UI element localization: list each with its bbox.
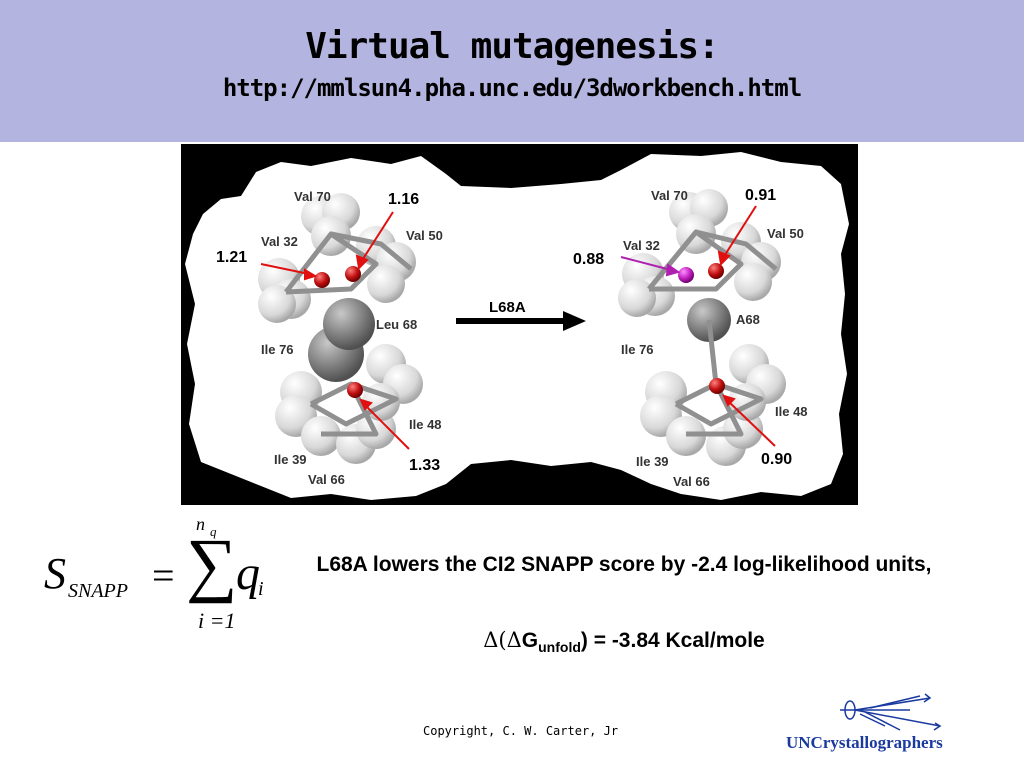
result-text: L68A lowers the CI2 SNAPP score by -2.4 … [316,553,932,576]
label-ile48-right: Ile 48 [775,404,808,419]
formula-lhs: S [44,549,66,598]
label-leu68: Leu 68 [376,317,417,332]
right-pointer-arrows [717,205,776,447]
label-a68: A68 [736,312,760,327]
label-ile76-left: Ile 76 [261,342,294,357]
delta-prefix: Δ(Δ [483,628,522,652]
slide-url[interactable]: http://mmlsun4.pha.unc.edu/3dworkbench.h… [222,74,802,102]
formula-upper-limit: n [196,514,205,534]
delta-g-subscript: unfold [538,639,581,655]
label-val70-right: Val 70 [651,188,688,203]
value-left-bottom: 1.33 [409,457,440,474]
label-ile39-left: Ile 39 [274,452,307,467]
formula-summand: q [236,547,260,600]
value-left-left: 1.21 [216,249,247,266]
label-ile39-right: Ile 39 [636,454,669,469]
value-left-top: 1.16 [388,191,419,208]
copyright-notice: Copyright, C. W. Carter, Jr [423,724,619,738]
label-val66-right: Val 66 [673,474,710,489]
label-val50-left: Val 50 [406,228,443,243]
slide-title: Virtual mutagenesis: [305,26,719,67]
left-pointer-arrows [260,211,410,450]
right-structure [618,189,786,466]
label-val32-left: Val 32 [261,234,298,249]
label-ile76-right: Ile 76 [621,342,654,357]
value-right-top: 0.91 [745,187,776,204]
arrow-label: L68A [489,299,526,316]
logo-text: UNCrystallographers [786,733,943,752]
molecular-figure: Val 70 Val 32 Val 50 Leu 68 Ile 76 Ile 4… [181,144,858,505]
value-right-bottom: 0.90 [761,451,792,468]
left-structure [258,193,423,464]
magenta-pointer-arrow [620,256,681,277]
label-val32-right: Val 32 [623,238,660,253]
header-banner: Virtual mutagenesis: http://mmlsun4.pha.… [0,0,1024,142]
formula-lower-limit: i =1 [198,608,236,633]
formula-sigma: ∑ [186,524,238,604]
delta-g-line: Δ(ΔGunfold) = -3.84 Kcal/mole [282,628,966,655]
label-ile48-left: Ile 48 [409,417,442,432]
value-right-left: 0.88 [573,251,604,268]
formula-lhs-subscript: SNAPP [68,580,128,602]
crystallographers-logo-icon [840,693,942,731]
formula-upper-limit-subscript: q [210,524,217,539]
label-val66-left: Val 66 [308,472,345,487]
snapp-formula: S SNAPP = n q ∑ i =1 q i [40,512,290,642]
label-val50-right: Val 50 [767,226,804,241]
formula-summand-subscript: i [258,578,264,600]
delta-g: G [521,629,539,652]
transition-arrow [456,311,586,331]
delta-suffix: ) = -3.84 Kcal/mole [580,629,765,652]
label-val70-left: Val 70 [294,189,331,204]
formula-equals: = [152,553,175,598]
